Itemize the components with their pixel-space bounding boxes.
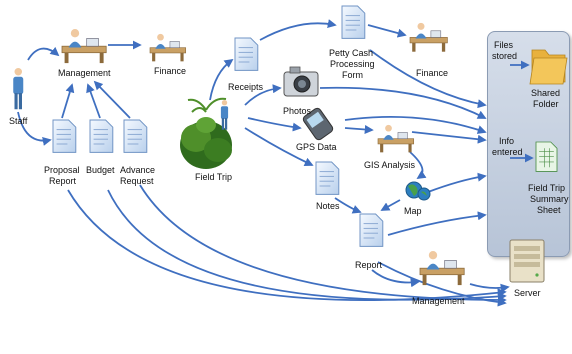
label-report-left: Report	[49, 176, 77, 186]
label-budget: Budget	[86, 165, 115, 175]
arrow-management-server	[469, 283, 510, 293]
arrow-map-panel	[427, 172, 487, 193]
field-trip-person	[220, 100, 229, 130]
label-shared-folder-1: Shared	[531, 88, 561, 98]
server-icon	[509, 239, 545, 283]
label-petty-cash-3: Form	[342, 70, 363, 80]
arrow-report-management	[371, 269, 420, 288]
arrow-receipts-pettycash	[259, 19, 337, 41]
label-server: Server	[514, 288, 541, 298]
report-bottom-document-icon	[359, 213, 384, 247]
arrow-photos-panel	[319, 86, 487, 119]
label-field-trip: Field Trip	[195, 172, 233, 182]
notes-document-icon	[315, 161, 340, 195]
label-info-entered-1: Info	[499, 136, 515, 146]
arrow-budget-server	[107, 189, 507, 302]
label-shared-folder-2: Folder	[533, 99, 559, 109]
summary-sheet-icon	[535, 141, 558, 172]
budget-document-icon	[89, 119, 114, 153]
label-map: Map	[404, 206, 422, 216]
staff-figure	[13, 68, 24, 110]
arrow-fieldtrip-photos	[244, 84, 282, 106]
arrow-proposal-server	[67, 189, 507, 302]
gps-device-icon	[302, 107, 334, 141]
label-advance: Advance	[120, 165, 156, 175]
arrow-proposal-management	[61, 83, 75, 119]
arrow-staff-management	[27, 46, 60, 61]
finance-top-icon	[149, 33, 187, 62]
arrow-fieldtrip-notes	[244, 127, 314, 167]
label-finance-top: Finance	[154, 66, 187, 76]
label-finance-right: Finance	[416, 68, 449, 78]
management-top-icon	[61, 28, 107, 64]
label-management-top: Management	[58, 68, 111, 78]
label-info-entered-2: entered	[492, 147, 523, 157]
label-summary-3: Sheet	[537, 205, 561, 215]
arrow-map-report	[380, 199, 401, 211]
gis-analysis-icon	[377, 124, 415, 153]
arrow-budget-management	[86, 83, 101, 119]
label-staff: Staff	[9, 116, 28, 126]
arrow-gis-panel	[411, 131, 487, 144]
arrow-pettycash-finance	[367, 24, 407, 38]
arrow-gps-panel	[344, 115, 487, 134]
petty-cash-document-icon	[341, 5, 366, 39]
label-receipts: Receipts	[228, 82, 264, 92]
label-management-bottom: Management	[412, 296, 465, 306]
receipts-document-icon	[234, 37, 259, 71]
label-petty-cash-2: Processing	[330, 59, 375, 69]
arrow-fieldtrip-receipts	[209, 58, 234, 101]
shared-folder-icon	[529, 49, 568, 85]
map-globe-icon	[405, 181, 431, 201]
label-files-stored-1: Files	[494, 40, 514, 50]
label-summary-2: Summary	[530, 194, 569, 204]
arrow-pettycash-panel	[369, 49, 487, 109]
finance-right-icon	[409, 22, 448, 53]
management-bottom-icon	[419, 250, 465, 286]
arrow-notes-report	[334, 197, 362, 214]
arrow-gps-gis	[344, 124, 374, 134]
label-gis-analysis: GIS Analysis	[364, 160, 416, 170]
arrow-request-management	[93, 80, 131, 119]
label-notes: Notes	[316, 201, 340, 211]
camera-icon	[283, 66, 319, 97]
label-report-bottom: Report	[355, 260, 383, 270]
label-gps-data: GPS Data	[296, 142, 337, 152]
request-document-icon	[123, 119, 148, 153]
label-petty-cash-1: Petty Cash	[329, 48, 374, 58]
arrow-staff-proposal	[17, 111, 52, 146]
arrow-gis-map	[409, 151, 427, 179]
arrow-request-server	[139, 184, 507, 305]
label-files-stored-2: stored	[492, 51, 518, 61]
label-photos: Photos	[283, 106, 312, 116]
arrow-report-panel	[387, 211, 487, 236]
arrow-report-server	[377, 261, 507, 307]
label-request: Request	[120, 176, 154, 186]
field-trip-plant-icon	[180, 97, 232, 169]
arrow-fieldtrip-gps	[247, 117, 302, 132]
proposal-document-icon	[52, 119, 77, 153]
label-proposal: Proposal	[44, 165, 80, 175]
label-summary-1: Field Trip	[528, 183, 566, 193]
